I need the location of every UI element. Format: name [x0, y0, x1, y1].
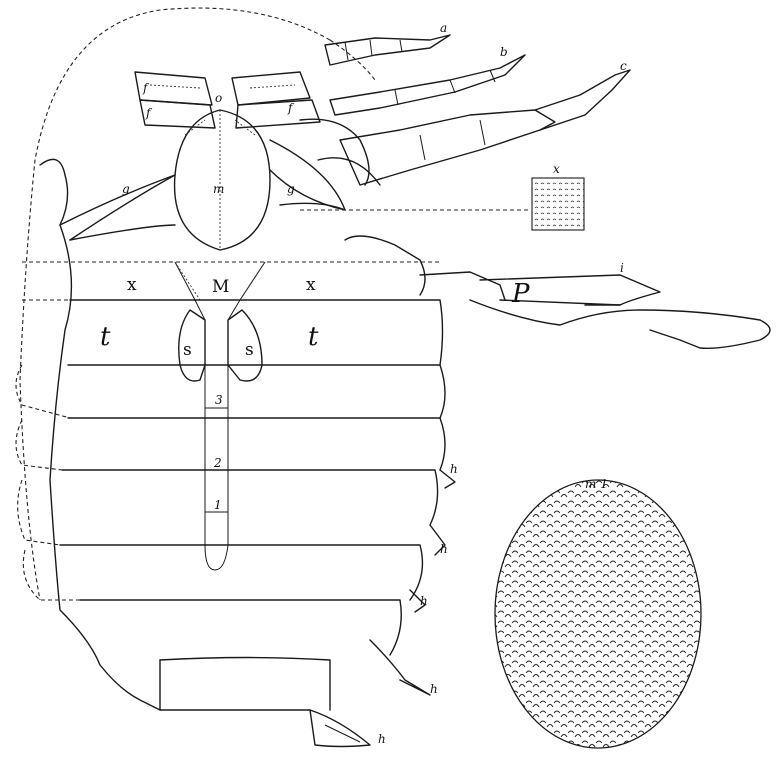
label-g-right: g [287, 182, 295, 196]
head-side-plates-g [70, 140, 345, 240]
label-f-upper: f [142, 81, 150, 95]
label-g-left: g [122, 182, 130, 196]
label-h5: h [378, 732, 386, 746]
label-s-right: s [245, 340, 254, 360]
label-m: m [213, 182, 224, 196]
sternum-M [175, 262, 265, 570]
appendage-c [340, 70, 630, 185]
carapace-outline [20, 8, 375, 710]
label-x-sample: x [553, 162, 560, 176]
label-seg3: 3 [215, 393, 223, 407]
label-seg1: 1 [214, 498, 222, 512]
label-t-right: t [308, 322, 319, 352]
label-m1: m 1 [585, 477, 608, 491]
label-P: P [511, 279, 530, 309]
label-c: c [620, 59, 627, 73]
label-seg2: 2 [213, 456, 222, 470]
sample-square-x [532, 178, 584, 230]
appendage-b [330, 55, 525, 115]
label-b: b [500, 45, 508, 59]
label-x-right: x [306, 275, 316, 295]
mouth-plate-m [175, 110, 270, 250]
body-segments [16, 262, 445, 655]
label-h3: h [420, 594, 428, 608]
label-f-right: f [287, 101, 295, 115]
appendage-P [345, 236, 770, 348]
head-appendages-f [135, 72, 320, 128]
label-o: o [215, 91, 222, 105]
label-s-left: s [183, 340, 192, 360]
label-i: i [620, 261, 624, 275]
label-a: a [440, 21, 447, 35]
spines-h [310, 470, 455, 747]
leg-upper-joints [300, 119, 380, 185]
label-h1: h [450, 462, 458, 476]
label-h4: h [430, 682, 438, 696]
label-t-left: t [100, 322, 111, 352]
scaled-oval-m1 [495, 480, 701, 748]
label-x-left: x [127, 275, 137, 295]
label-h2: h [440, 542, 448, 556]
label-f-lower: f [145, 106, 153, 120]
label-M: M [212, 277, 229, 297]
